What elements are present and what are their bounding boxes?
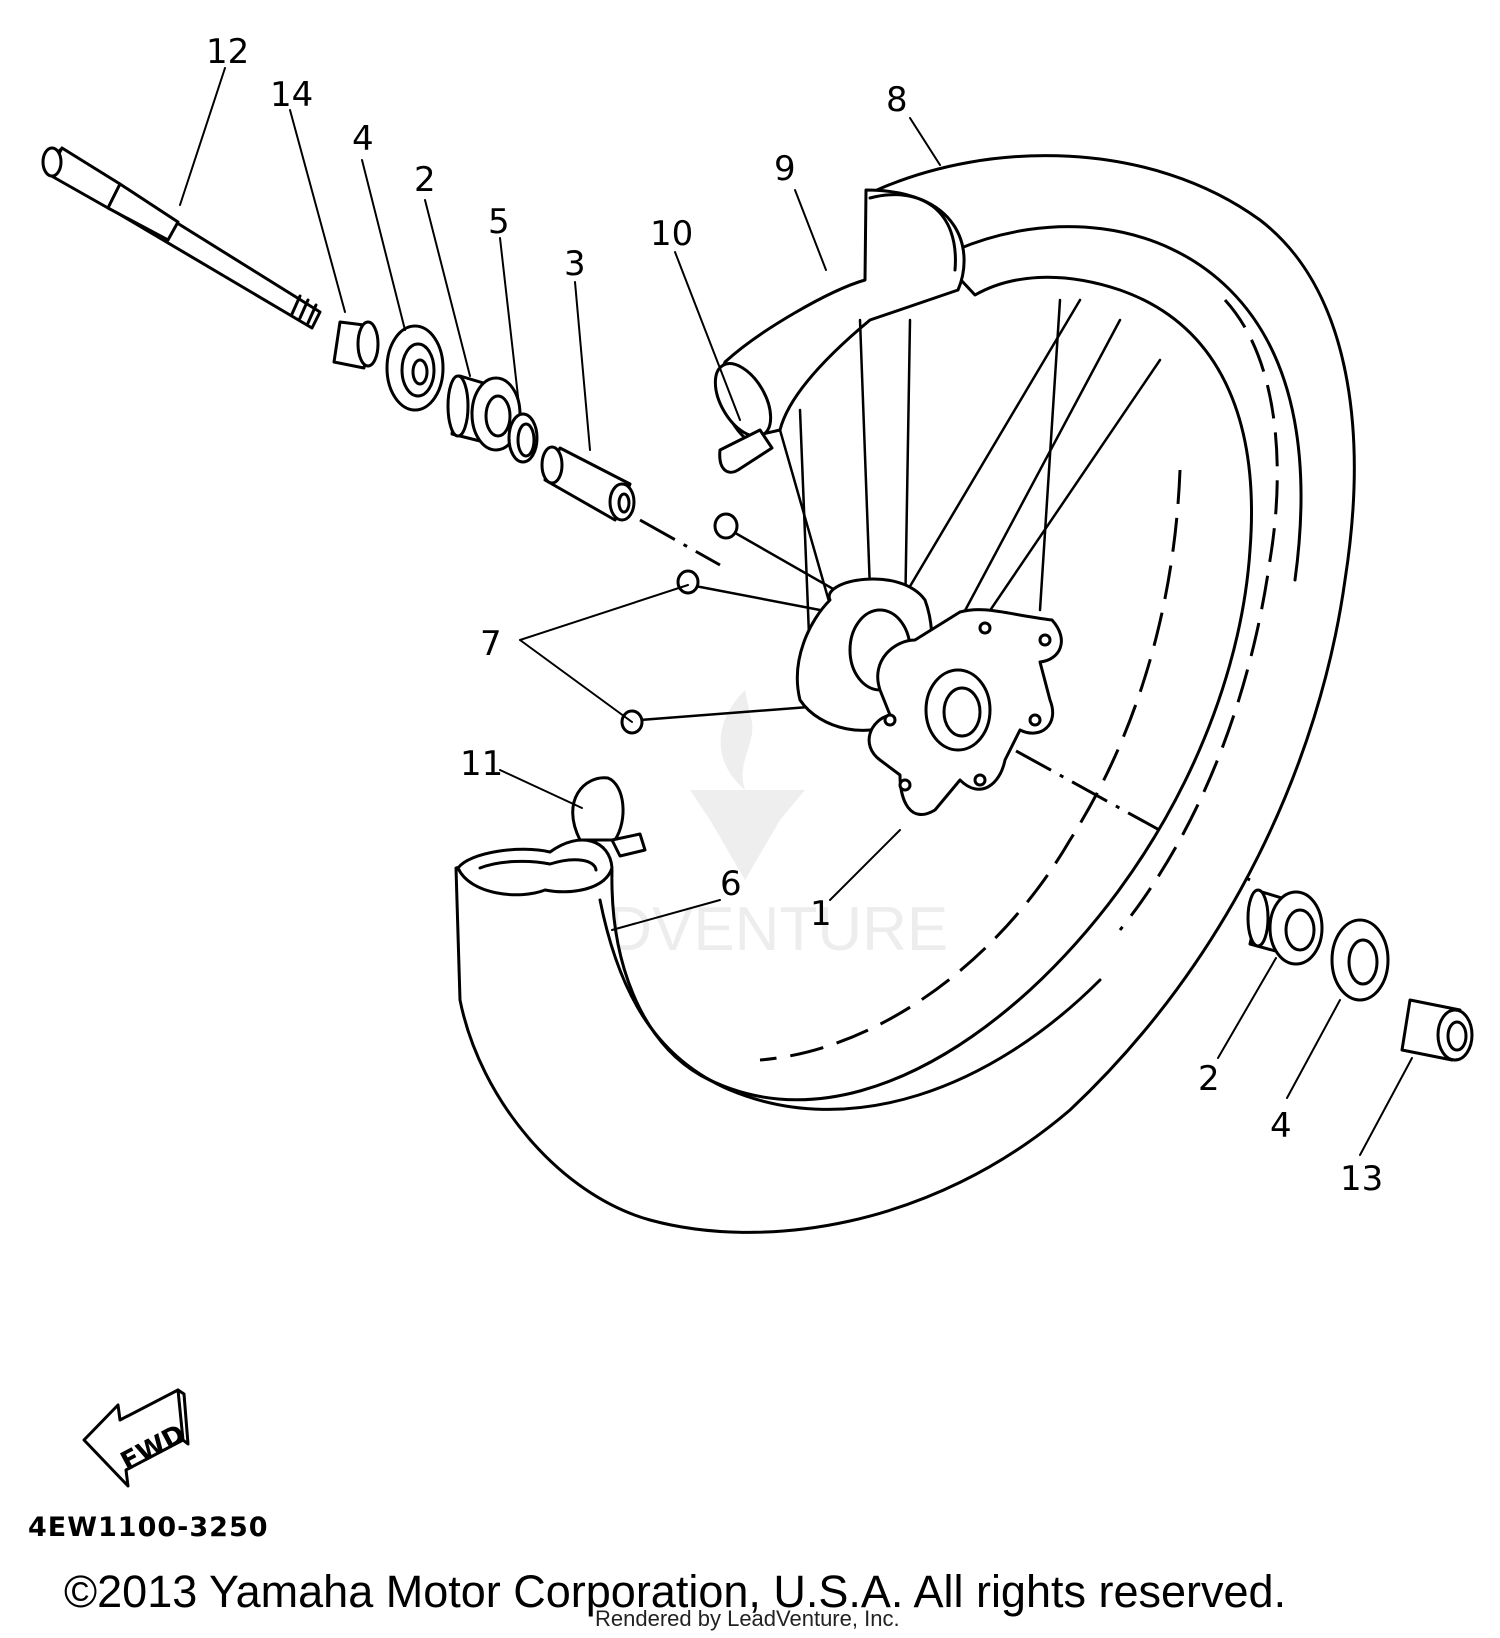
callout-7: 7 xyxy=(480,624,502,664)
axle-centerline xyxy=(639,518,721,567)
callout-13: 13 xyxy=(1340,1159,1383,1199)
part-axle xyxy=(41,146,322,330)
part-rim-band xyxy=(713,188,966,440)
callout-12: 12 xyxy=(206,32,249,72)
part-hub xyxy=(795,577,1063,817)
copyright-notice: ©2013 Yamaha Motor Corporation, U.S.A. A… xyxy=(64,1566,1287,1617)
part-collar-right xyxy=(1400,998,1474,1062)
rendered-by-notice: Rendered by LeadVenture, Inc. xyxy=(595,1606,900,1631)
part-oil-seal-left xyxy=(385,324,445,412)
part-spacer xyxy=(540,445,636,522)
part-valve-cap xyxy=(571,776,647,858)
callout-6: 6 xyxy=(720,864,742,904)
fwd-arrow-icon: FWD xyxy=(82,1388,190,1488)
callout-5: 5 xyxy=(488,202,510,242)
part-bearing-right xyxy=(1246,888,1324,966)
part-bearing-left xyxy=(446,374,522,452)
part-oil-seal-right xyxy=(1330,918,1390,1002)
diagram-code: 4EW1100-3250 xyxy=(28,1512,269,1543)
callout-2-right: 2 xyxy=(1198,1059,1220,1099)
part-tube xyxy=(456,838,614,897)
callout-10: 10 xyxy=(650,214,693,254)
callout-1: 1 xyxy=(810,894,832,934)
part-tire xyxy=(454,154,1356,1234)
callout-3: 3 xyxy=(564,244,586,284)
callout-4: 4 xyxy=(352,119,374,159)
leader-lines xyxy=(179,67,1413,1156)
part-collar xyxy=(332,320,380,370)
callout-2: 2 xyxy=(414,160,436,200)
callout-11: 11 xyxy=(460,744,503,784)
part-circlip xyxy=(507,412,539,464)
callout-numbers: 12 14 4 2 5 3 10 9 8 7 11 6 1 2 4 13 xyxy=(206,32,1383,1199)
part-rim-tape xyxy=(718,428,774,474)
callout-4-right: 4 xyxy=(1270,1106,1292,1146)
callout-14: 14 xyxy=(270,75,313,115)
callout-8: 8 xyxy=(886,80,908,120)
part-spoke-nipples xyxy=(620,512,739,735)
callout-9: 9 xyxy=(774,149,796,189)
